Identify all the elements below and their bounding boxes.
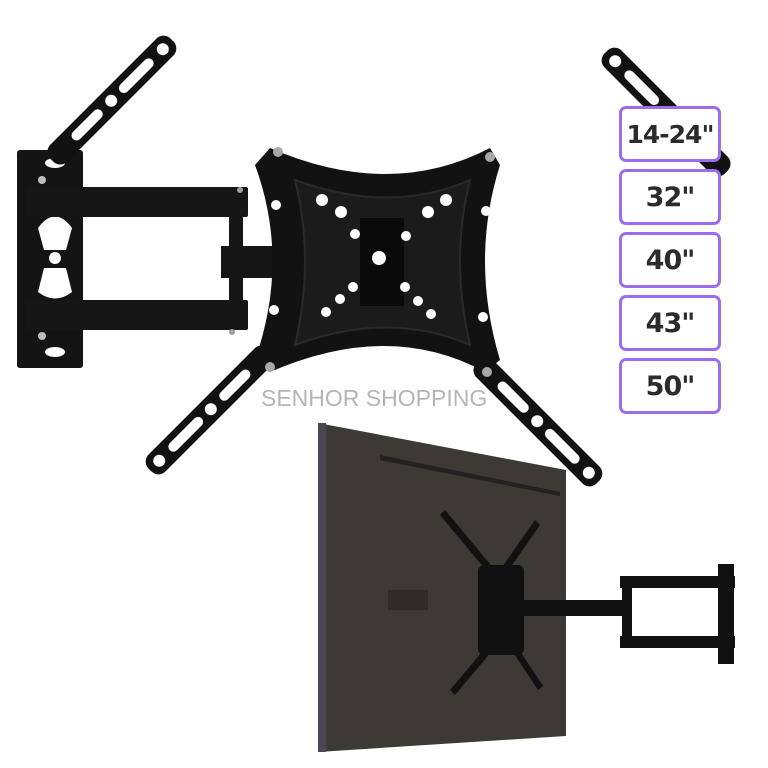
wall-plate xyxy=(17,150,83,368)
tv-back-illustration xyxy=(318,423,735,752)
size-badge-32: 32" xyxy=(619,169,721,225)
size-badge-list: 14-24" 32" 40" 43" 50" xyxy=(619,106,721,421)
size-badge-40: 40" xyxy=(619,232,721,288)
watermark-text: SENHOR SHOPPING xyxy=(261,385,488,411)
center-plate xyxy=(255,147,500,377)
size-badge-14-24: 14-24" xyxy=(619,106,721,162)
articulating-arms xyxy=(26,187,281,335)
size-badge-43: 43" xyxy=(619,295,721,351)
size-badge-50: 50" xyxy=(619,358,721,414)
